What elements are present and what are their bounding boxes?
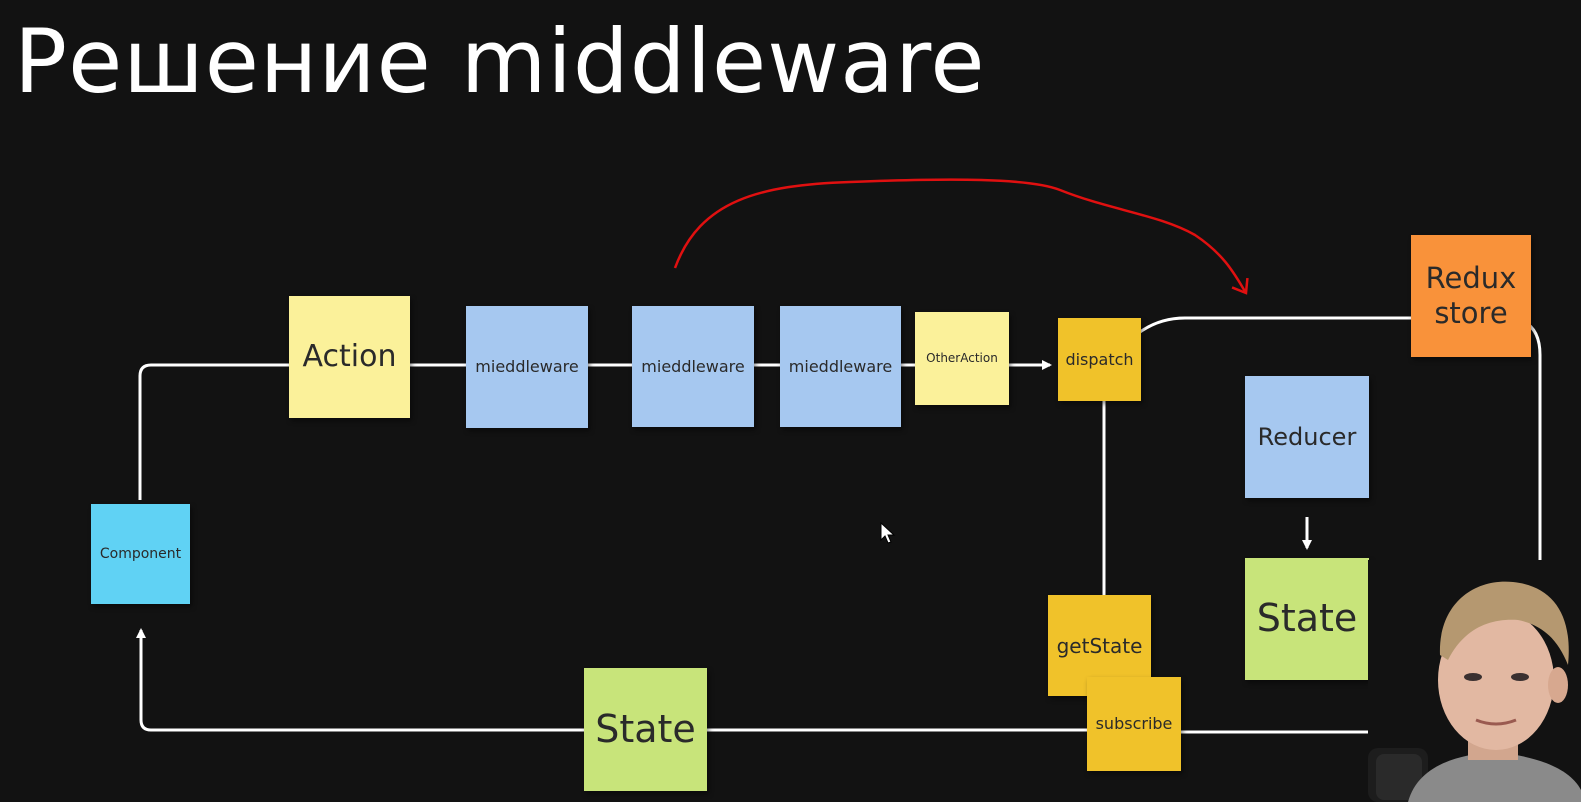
middleware-note-2: mieddleware <box>632 306 754 427</box>
component-note: Component <box>91 504 190 604</box>
flow-line-return-to-component <box>136 628 1090 732</box>
redux-store-note: Redux store <box>1411 235 1531 357</box>
presenter-webcam <box>1368 560 1581 802</box>
annotation-arrow <box>673 178 1249 295</box>
presenter-illustration <box>1368 560 1581 802</box>
middleware-note-1: mieddleware <box>466 306 588 428</box>
action-note: Action <box>289 296 410 418</box>
slide-title: Решение middleware <box>14 10 986 113</box>
bottom-state-note: State <box>584 668 707 791</box>
subscribe-note: subscribe <box>1087 677 1181 771</box>
flow-line-component-to-dispatch <box>138 360 1052 500</box>
mouse-pointer-icon <box>880 522 896 544</box>
other-action-note: OtherAction <box>915 312 1009 405</box>
dispatch-note: dispatch <box>1058 318 1141 401</box>
middleware-note-3: mieddleware <box>780 306 901 427</box>
store-state-note: State <box>1245 558 1369 680</box>
reducer-note: Reducer <box>1245 376 1369 498</box>
